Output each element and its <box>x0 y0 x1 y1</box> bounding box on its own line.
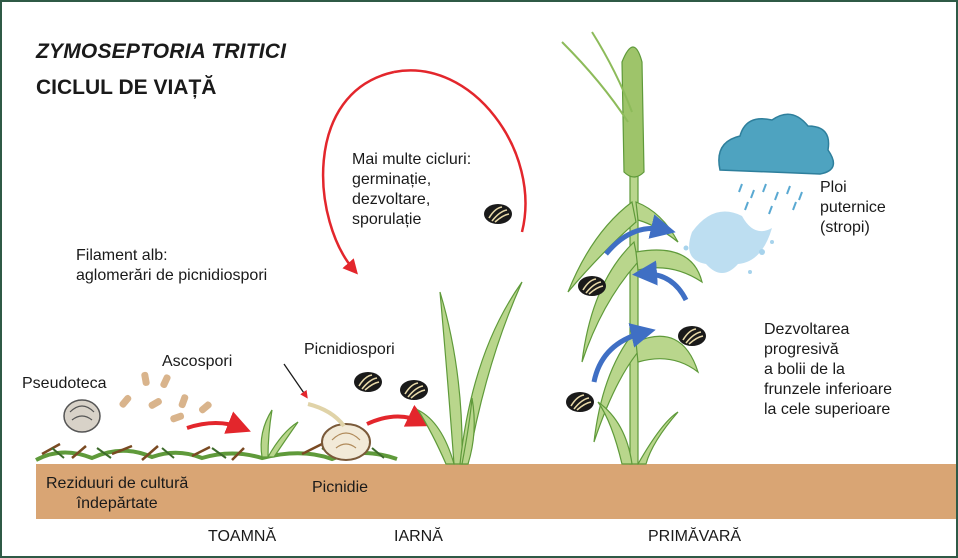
pycnidiospore-2 <box>400 380 428 400</box>
leaf-spore-3 <box>566 392 594 412</box>
filament-line-1: Filament alb: <box>76 246 267 266</box>
rain-line-1: Ploi <box>820 178 886 198</box>
red-arrow-winter <box>367 416 422 424</box>
season-spring: PRIMĂVARĂ <box>648 528 741 546</box>
ascospores <box>118 371 213 423</box>
ascospori-label: Ascospori <box>162 352 232 372</box>
filament-line-2: aglomerări de picnidiospori <box>76 266 267 286</box>
cycles-label: Mai multe cicluri: germinație, dezvoltar… <box>352 150 471 230</box>
progression-line-4: frunzele inferioare <box>764 380 892 400</box>
cycle-spore <box>484 204 512 224</box>
filament-label: Filament alb: aglomerări de picnidiospor… <box>76 246 267 286</box>
residues-line-2: îndepărtate <box>46 494 188 514</box>
progression-line-3: a bolii de la <box>764 360 892 380</box>
pycnidiospore-1 <box>354 372 382 392</box>
pseudotecium <box>64 400 100 432</box>
picnidiospori-label: Picnidiospori <box>304 340 395 360</box>
season-autumn: TOAMNĂ <box>208 528 276 546</box>
rain-cloud <box>719 114 834 214</box>
blue-arrow-2 <box>642 274 686 300</box>
rain-line-3: (stropi) <box>820 218 886 238</box>
pycnidium <box>308 404 370 460</box>
rain-splash <box>684 212 775 274</box>
progression-line-5: la cele superioare <box>764 400 892 420</box>
cycles-line-4: sporulație <box>352 210 471 230</box>
winter-plant <box>418 282 522 464</box>
seedling-autumn <box>261 410 298 457</box>
progression-label: Dezvoltarea progresivă a bolii de la fru… <box>764 320 892 420</box>
progression-line-2: progresivă <box>764 340 892 360</box>
cycles-line-1: Mai multe cicluri: <box>352 150 471 170</box>
leaf-spore-2 <box>678 326 706 346</box>
residues-label: Reziduuri de cultură îndepărtate <box>46 474 188 514</box>
rain-label: Ploi puternice (stropi) <box>820 178 886 238</box>
progression-line-1: Dezvoltarea <box>764 320 892 340</box>
filament-pointer <box>284 364 306 396</box>
season-winter: IARNĂ <box>394 528 443 546</box>
red-arrow-autumn <box>187 423 242 428</box>
leaf-spore-1 <box>578 276 606 296</box>
rain-line-2: puternice <box>820 198 886 218</box>
pseudoteca-label: Pseudoteca <box>22 374 107 394</box>
residues-line-1: Reziduuri de cultură <box>46 474 188 494</box>
picnidie-label: Picnidie <box>312 478 368 498</box>
cycles-line-2: germinație, <box>352 170 471 190</box>
cycles-line-3: dezvoltare, <box>352 190 471 210</box>
